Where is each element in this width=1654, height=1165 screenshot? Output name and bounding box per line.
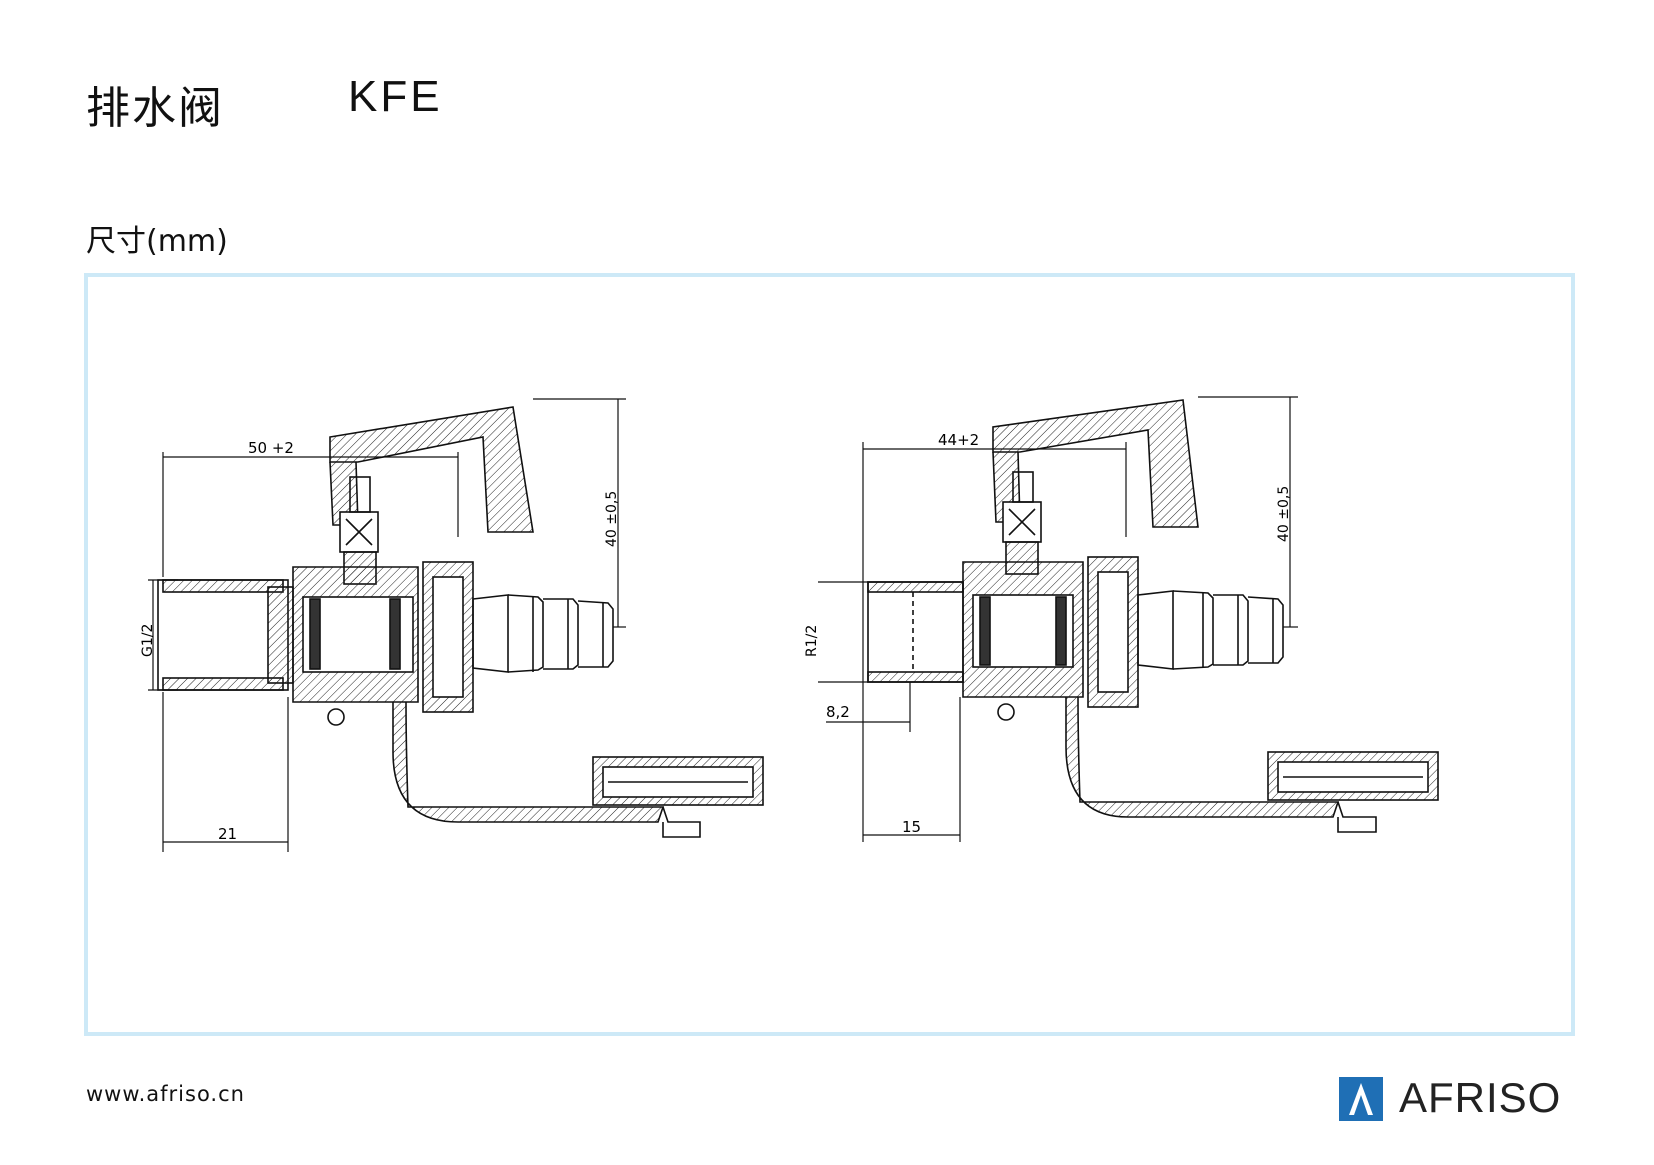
left-dimensions [148, 398, 626, 852]
left-thread-label: G1/2 [140, 624, 156, 657]
drawing-frame: 50 +2 40 ±0,5 G1/2 21 [84, 273, 1575, 1036]
right-dim-length: 44+2 [938, 431, 979, 449]
brand-name: AFRISO [1399, 1074, 1562, 1121]
product-code: KFE [348, 72, 443, 121]
title-chinese: 排水阀 [86, 83, 224, 134]
right-dimensions [818, 396, 1298, 842]
right-dim-bottom: 15 [902, 818, 921, 836]
footer-url: www.afriso.cn [86, 1082, 245, 1106]
right-thread-label: R1/2 [804, 625, 820, 657]
afriso-logo-icon [1339, 1077, 1383, 1121]
left-valve-drawing [157, 406, 764, 838]
left-dim-height: 40 ±0,5 [604, 491, 620, 547]
section-heading: 尺寸(mm) [86, 224, 228, 259]
right-dim-height: 40 ±0,5 [1276, 486, 1292, 542]
brand-logo: AFRISO [1339, 1074, 1577, 1121]
right-valve-drawing [867, 399, 1439, 833]
left-dim-length: 50 +2 [248, 439, 294, 457]
left-dim-bottom: 21 [218, 825, 237, 843]
right-dim-offset: 8,2 [826, 703, 850, 721]
technical-drawing: 50 +2 40 ±0,5 G1/2 21 [140, 396, 1439, 852]
